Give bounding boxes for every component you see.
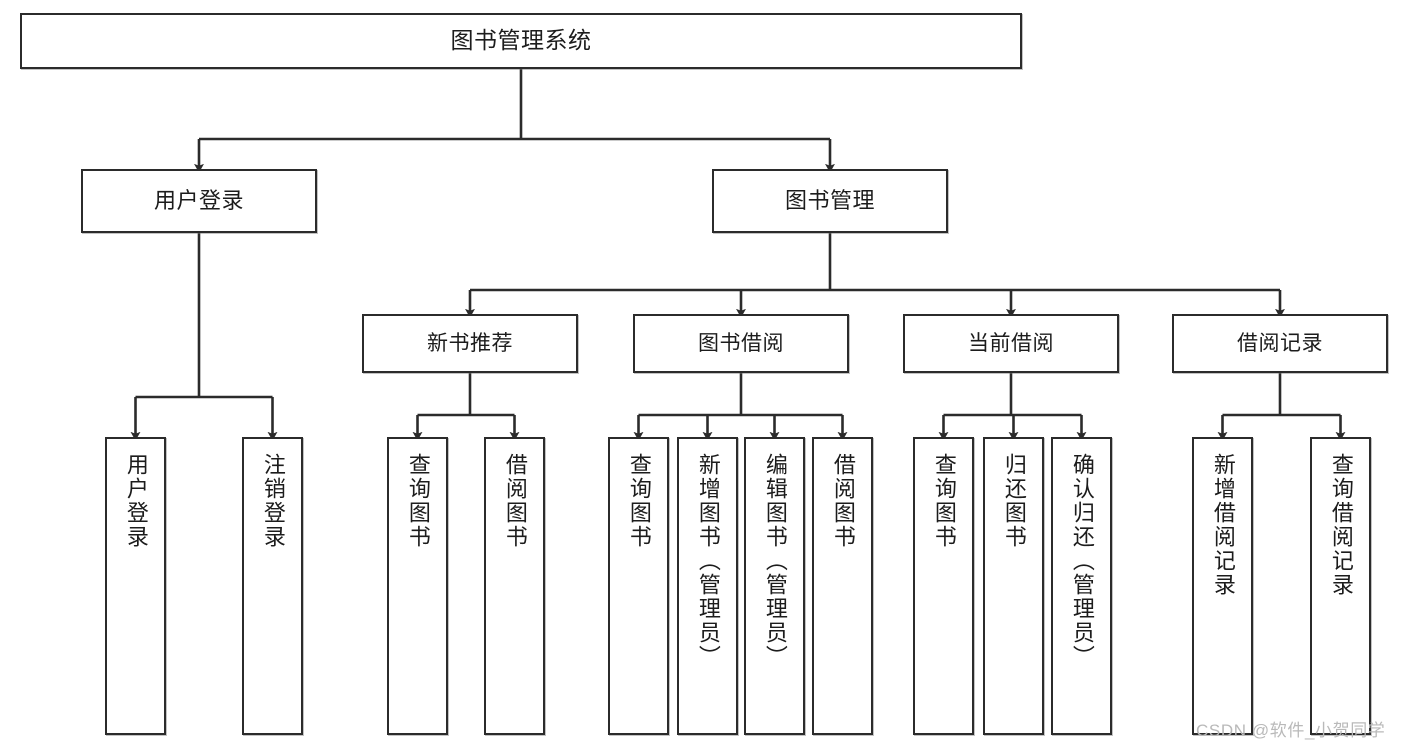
node-label: 图书管理系统 bbox=[450, 27, 592, 54]
node-label: 借阅图书 bbox=[830, 453, 856, 549]
node-leaf-confirm-return[interactable]: 确认归还（管理员） bbox=[1051, 437, 1112, 735]
node-label: 编辑图书（管理员） bbox=[762, 453, 788, 669]
node-leaf-add-record[interactable]: 新增借阅记录 bbox=[1192, 437, 1253, 735]
node-leaf-add-book[interactable]: 新增图书（管理员） bbox=[677, 437, 738, 735]
node-leaf-query-book-1[interactable]: 查询图书 bbox=[387, 437, 448, 735]
node-user-login[interactable]: 用户登录 bbox=[81, 169, 317, 233]
node-label: 新增图书（管理员） bbox=[695, 453, 721, 669]
node-leaf-borrow-book-2[interactable]: 借阅图书 bbox=[812, 437, 873, 735]
node-current-borrow[interactable]: 当前借阅 bbox=[903, 314, 1119, 373]
node-label: 图书管理 bbox=[784, 187, 875, 213]
node-book-borrow[interactable]: 图书借阅 bbox=[633, 314, 849, 373]
csdn-watermark: CSDN @软件_小贺同学 bbox=[1196, 721, 1386, 740]
node-leaf-return-book[interactable]: 归还图书 bbox=[983, 437, 1044, 735]
node-label: 用户登录 bbox=[123, 453, 149, 549]
node-leaf-query-book-3[interactable]: 查询图书 bbox=[913, 437, 974, 735]
node-label: 注销登录 bbox=[260, 453, 286, 549]
node-book-manage[interactable]: 图书管理 bbox=[712, 169, 948, 233]
node-label: 查询借阅记录 bbox=[1328, 453, 1354, 597]
node-root[interactable]: 图书管理系统 bbox=[20, 13, 1022, 69]
node-label: 查询图书 bbox=[931, 453, 957, 549]
node-leaf-query-book-2[interactable]: 查询图书 bbox=[608, 437, 669, 735]
node-leaf-query-record[interactable]: 查询借阅记录 bbox=[1310, 437, 1371, 735]
node-label: 借阅图书 bbox=[502, 453, 528, 549]
node-label: 当前借阅 bbox=[968, 331, 1054, 355]
node-label: 归还图书 bbox=[1001, 453, 1027, 549]
node-label: 新增借阅记录 bbox=[1210, 453, 1236, 597]
node-label: 新书推荐 bbox=[427, 331, 513, 355]
node-leaf-borrow-book-1[interactable]: 借阅图书 bbox=[484, 437, 545, 735]
node-label: 查询图书 bbox=[405, 453, 431, 549]
node-new-book-rec[interactable]: 新书推荐 bbox=[362, 314, 578, 373]
node-leaf-user-login[interactable]: 用户登录 bbox=[105, 437, 166, 735]
node-leaf-logout[interactable]: 注销登录 bbox=[242, 437, 303, 735]
node-label: 借阅记录 bbox=[1237, 331, 1323, 355]
node-label: 图书借阅 bbox=[698, 331, 784, 355]
node-label: 确认归还（管理员） bbox=[1069, 453, 1095, 669]
node-label: 用户登录 bbox=[153, 187, 244, 213]
node-leaf-edit-book[interactable]: 编辑图书（管理员） bbox=[744, 437, 805, 735]
edge-group bbox=[130, 69, 1346, 441]
node-label: 查询图书 bbox=[626, 453, 652, 549]
node-borrow-record[interactable]: 借阅记录 bbox=[1172, 314, 1388, 373]
